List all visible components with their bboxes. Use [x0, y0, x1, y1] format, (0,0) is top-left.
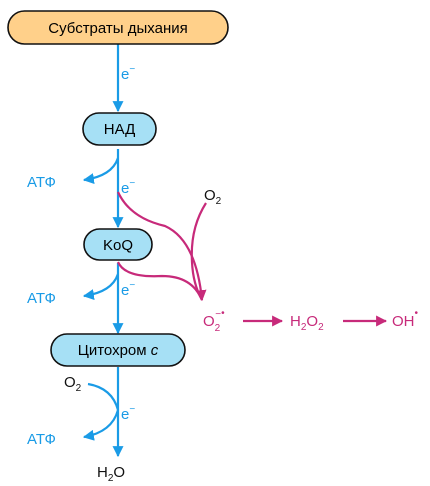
electron-label-2: e−	[121, 178, 135, 197]
electron-label-4: e−	[121, 404, 135, 423]
node-cytochrome-c: Цитохром c	[50, 333, 186, 367]
atp-label-1: АТФ	[27, 174, 56, 191]
hydrogen-peroxide-label: H2O2	[290, 313, 324, 333]
node-substrates-label: Субстраты дыхания	[48, 20, 187, 37]
radical-arrow-from-nad	[117, 191, 207, 302]
oxygen-label-cytochrome: O2	[64, 374, 82, 394]
atp-label-3: АТФ	[27, 431, 56, 448]
radical-arrow-from-koq	[116, 261, 204, 301]
atp-branch-arrow-3	[82, 382, 120, 441]
atp-branch-arrow-1	[82, 157, 120, 185]
electron-label-3: e−	[121, 280, 135, 299]
node-nad-label: НАД	[104, 121, 136, 138]
atp-branch-arrow-2	[82, 273, 120, 301]
radical-arrow-from-oxygen	[190, 202, 207, 301]
hydroxyl-radical-label: OH•	[392, 308, 419, 330]
node-substrates: Субстраты дыхания	[7, 10, 229, 45]
node-cytochrome-label: Цитохром c	[78, 342, 159, 359]
oxygen-label-top: O2	[204, 187, 222, 207]
electron-label-1: e−	[121, 64, 135, 83]
superoxide-label: O2−•	[203, 308, 225, 334]
atp-label-2: АТФ	[27, 290, 56, 307]
node-koq-label: KoQ	[103, 237, 133, 254]
node-koq: KoQ	[83, 228, 153, 261]
water-label: H2O	[97, 464, 125, 484]
node-nad: НАД	[82, 112, 157, 146]
